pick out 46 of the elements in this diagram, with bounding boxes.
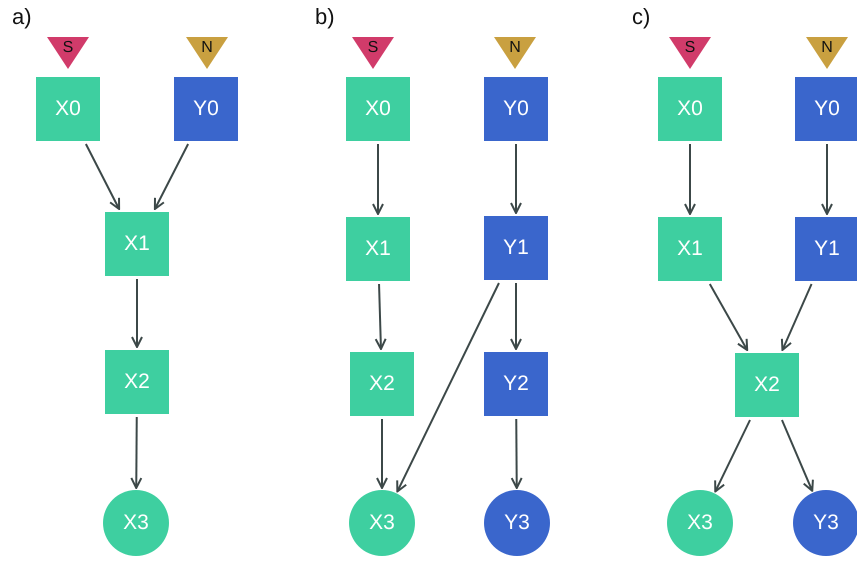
arrow <box>372 144 384 215</box>
arrow <box>684 144 696 215</box>
node-label: S <box>368 39 378 57</box>
variable-box: Y2 <box>484 352 548 416</box>
arrow <box>714 420 751 493</box>
arrow <box>510 144 522 214</box>
variable-box: X0 <box>346 77 410 141</box>
arrow <box>510 283 522 350</box>
variable-box: X0 <box>36 77 100 141</box>
variable-box: X1 <box>658 217 722 281</box>
variable-circle: X3 <box>667 490 733 556</box>
panel-label: c) <box>632 4 650 30</box>
variable-box: Y1 <box>484 216 548 280</box>
variable-box: X1 <box>346 217 410 281</box>
node-label: S <box>684 39 696 57</box>
panel-label: a) <box>12 4 32 30</box>
node-label: N <box>509 39 521 57</box>
node-label: S <box>62 39 74 57</box>
node-label: N <box>821 39 833 57</box>
variable-box: Y0 <box>484 77 548 141</box>
variable-box: Y0 <box>174 77 238 141</box>
arrow <box>708 284 748 351</box>
arrow <box>85 144 120 210</box>
variable-circle: Y3 <box>793 490 857 556</box>
arrow <box>154 144 189 210</box>
panel-label: b) <box>315 4 335 30</box>
arrow <box>780 284 812 351</box>
variable-box: X2 <box>735 353 799 417</box>
variable-box: X2 <box>350 352 414 416</box>
variable-circle: X3 <box>349 490 415 556</box>
arrow <box>396 282 500 493</box>
arrow <box>131 279 143 348</box>
variable-circle: X3 <box>103 490 169 556</box>
variable-box: X2 <box>105 350 169 414</box>
node-label: N <box>201 39 213 57</box>
variable-box: Y1 <box>795 217 857 281</box>
variable-box: X0 <box>658 77 722 141</box>
arrow <box>376 419 388 489</box>
arrow <box>781 420 814 492</box>
variable-circle: Y3 <box>484 490 550 556</box>
variable-box: X1 <box>105 212 169 276</box>
arrow <box>821 144 833 215</box>
arrow <box>130 417 142 489</box>
arrow <box>510 419 523 489</box>
arrow <box>374 284 387 350</box>
variable-box: Y0 <box>795 77 857 141</box>
